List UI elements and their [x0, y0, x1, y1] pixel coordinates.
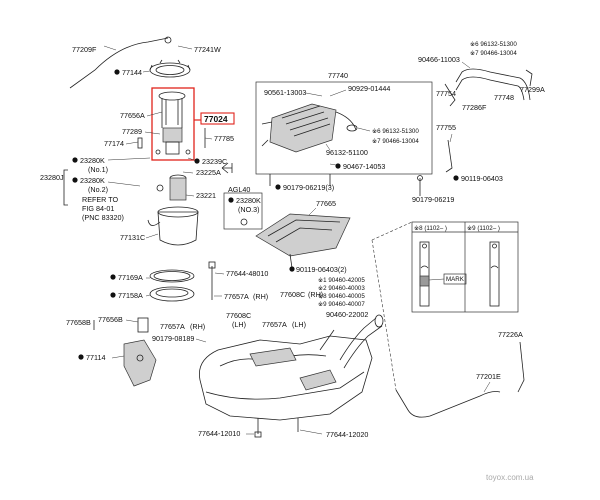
label-77665: 77665	[316, 199, 336, 208]
label-n9: ※9 90460-40007	[318, 301, 365, 308]
bullet-90179-06219-3	[275, 184, 281, 190]
label-23280K-no2: 23280K	[80, 176, 105, 185]
label-90179-06219: 90179-06219	[412, 195, 454, 204]
label-lh-1: (LH)	[232, 320, 246, 329]
bullet-90119-06403-2	[289, 266, 295, 272]
label-rh-3: (RH)	[190, 322, 205, 331]
bullet-23239C	[194, 158, 200, 164]
label-77201E: 77201E	[476, 372, 501, 381]
label-90119-06403-2: 90119-06403(2)	[296, 265, 347, 274]
label-77755: 77755	[436, 123, 456, 132]
label-77658B: 77658B	[66, 318, 91, 327]
label-77289: 77289	[122, 127, 142, 136]
label-77169A: 77169A	[118, 273, 143, 282]
label-90460-22002: 90460-22002	[326, 310, 368, 319]
label-90561-13003: 90561-13003	[264, 88, 306, 97]
inset-header-8: ※8 (1102– )	[414, 225, 447, 232]
bullet-77169A	[110, 274, 116, 280]
label-77644-48010: 77644-48010	[226, 269, 268, 278]
label-23221: 23221	[196, 191, 216, 200]
label-pnc-83320: (PNC 83320)	[82, 213, 124, 222]
label-77754: 77754	[436, 89, 456, 98]
label-fig-84-01: FIG 84-01	[82, 204, 114, 213]
label-77656A: 77656A	[120, 111, 145, 120]
label-agl40: AGL40	[228, 185, 250, 194]
highlight-box-77024	[151, 87, 195, 161]
fuel-tank-body	[199, 335, 373, 421]
label-77299A: 77299A	[520, 85, 545, 94]
label-77644-12010: 77644-12010	[198, 429, 240, 438]
label-77608C-lh: 77608C	[226, 311, 251, 320]
label-n7a: ※7 90466-13004	[372, 138, 419, 145]
filler-breather-group: ※6 96132-51300 ※7 90466-13004 90466-1100…	[412, 41, 545, 204]
label-rh-1: (RH)	[253, 292, 268, 301]
label-90179-08189: 90179-08189	[152, 334, 194, 343]
inset-mark: MARK	[446, 276, 465, 283]
label-n2: ※2 90460-40003	[318, 285, 365, 292]
label-n1: ※1 90460-42005	[318, 277, 365, 284]
inset-header-9: ※9 (1102– )	[467, 225, 500, 232]
label-77241W: 77241W	[194, 45, 221, 54]
protector-plate-group: 77665 90119-06403(2)	[255, 199, 351, 274]
bullet-90119-06403	[453, 175, 459, 181]
label-77657A-lh: 77657A	[262, 320, 287, 329]
bullet-77158A	[110, 292, 116, 298]
canister-frame	[255, 81, 433, 175]
bullet-90467-14053	[335, 163, 341, 169]
charcoal-canister-group: 77740 90561-13003 90929-01444 ※6 96132-5…	[255, 71, 433, 192]
bullet-23280K-2	[72, 177, 78, 183]
label-77657A-rh: 77657A	[224, 292, 249, 301]
fuel-tank-group: ※1 90460-42005 ※2 90460-40003 ※8 90460-4…	[198, 277, 525, 439]
label-n6a: ※6 96132-51300	[372, 128, 419, 135]
label-77174: 77174	[104, 139, 124, 148]
label-90467-14053: 90467-14053	[343, 162, 385, 171]
highlight-label-frame	[200, 112, 235, 125]
label-77024[interactable]: 77024	[204, 114, 228, 124]
label-96132-51100: 96132-51100	[326, 148, 368, 157]
label-23280J: 23280J	[40, 173, 64, 182]
label-77209F: 77209F	[72, 45, 97, 54]
fuel-pump-assembly-group: 77209F 77241W 77144 77024 77656A 77785 7…	[40, 36, 263, 246]
bullet-77144	[114, 69, 120, 75]
tank-fittings-group: 77169A 77158A 77644-48010 77657A (RH) 77…	[66, 261, 323, 387]
label-77657A-rh2: 77657A	[160, 322, 185, 331]
label-23239C: 23239C	[202, 157, 227, 166]
label-77656B: 77656B	[98, 315, 123, 324]
label-no2: (No.2)	[88, 185, 108, 194]
label-77114: 77114	[86, 353, 105, 362]
label-n7b: ※7 90466-13004	[470, 50, 517, 57]
label-23225A: 23225A	[196, 168, 221, 177]
label-23280K-no3: 23280K	[236, 196, 261, 205]
label-77144: 77144	[122, 68, 142, 77]
label-90929-01444: 90929-01444	[348, 84, 390, 93]
label-77644-12020: 77644-12020	[326, 430, 368, 439]
label-lh-2: (LH)	[292, 320, 306, 329]
bullet-77114	[78, 354, 84, 360]
label-n8: ※8 90460-40005	[318, 293, 365, 300]
label-no1: (No.1)	[88, 165, 108, 174]
label-77748: 77748	[494, 93, 514, 102]
label-n6b: ※6 96132-51300	[470, 41, 517, 48]
label-77131C: 77131C	[120, 233, 145, 242]
label-23280K-no1: 23280K	[80, 156, 105, 165]
label-refer-to: REFER TO	[82, 195, 118, 204]
label-77608C-rh: 77608C	[280, 290, 305, 299]
label-90466-11003: 90466-11003	[418, 55, 460, 64]
bullet-23280K-3	[228, 197, 234, 203]
label-77158A: 77158A	[118, 291, 143, 300]
watermark: toyox.com.ua	[486, 473, 534, 482]
label-77226A: 77226A	[498, 330, 523, 339]
clamp-variant-inset: ※8 (1102– ) ※9 (1102– ) MARK	[411, 221, 519, 313]
label-no3: (NO.3)	[238, 205, 260, 214]
label-90179-06219-3: 90179-06219(3)	[283, 183, 334, 192]
label-77785: 77785	[214, 134, 234, 143]
label-90119-06403: 90119-06403	[461, 174, 503, 183]
bullet-23280K-1	[72, 157, 78, 163]
label-rh-2: (RH)	[308, 290, 323, 299]
label-77740: 77740	[328, 71, 348, 80]
label-77286F: 77286F	[462, 103, 487, 112]
